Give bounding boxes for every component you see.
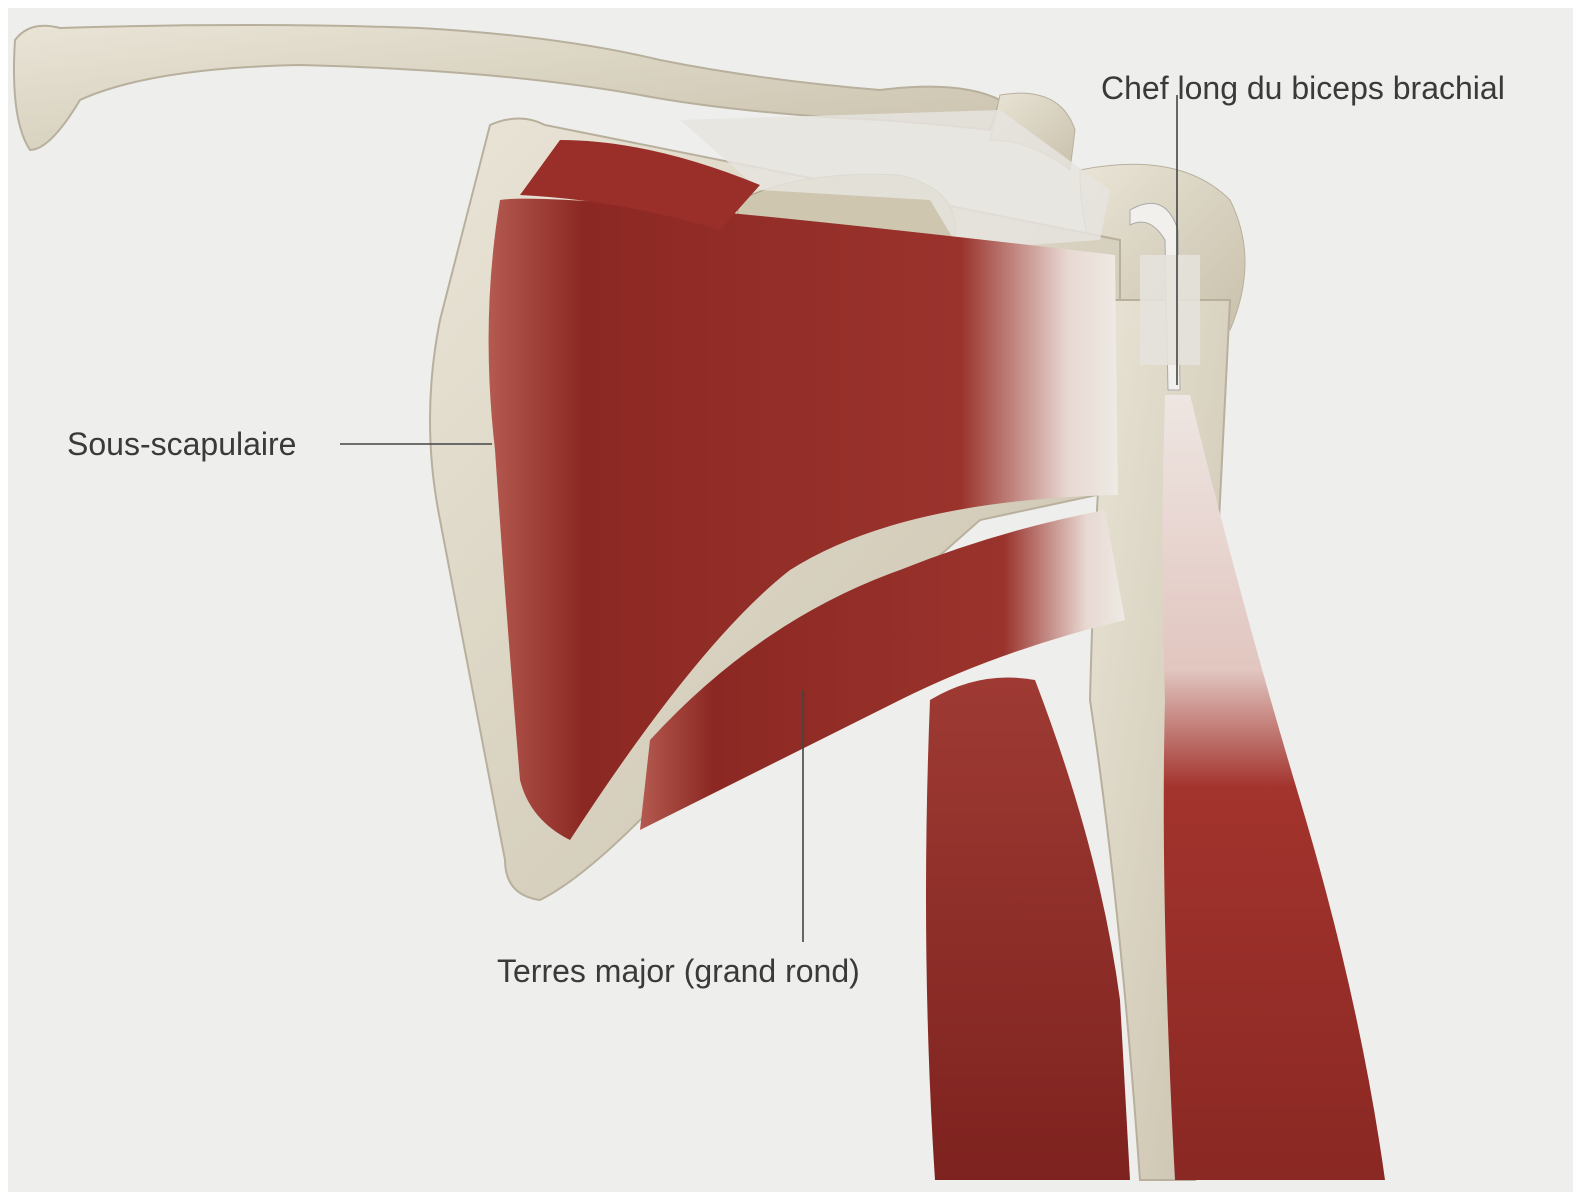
subscapularis-muscle [488, 198, 1119, 840]
label-biceps-long-head: Chef long du biceps brachial [1101, 70, 1505, 106]
coracoacromial-ligaments [680, 110, 1110, 250]
transverse-humeral-ligament [1140, 255, 1200, 365]
subscapularis-upper-fibers [520, 140, 760, 230]
label-subscapularis: Sous-scapulaire [67, 426, 297, 462]
teres-major-muscle [640, 510, 1125, 830]
latissimus-dorsi-muscle [926, 677, 1130, 1180]
biceps-long-head-muscle [1162, 395, 1385, 1180]
label-teres-major: Terres major (grand rond) [497, 953, 860, 989]
